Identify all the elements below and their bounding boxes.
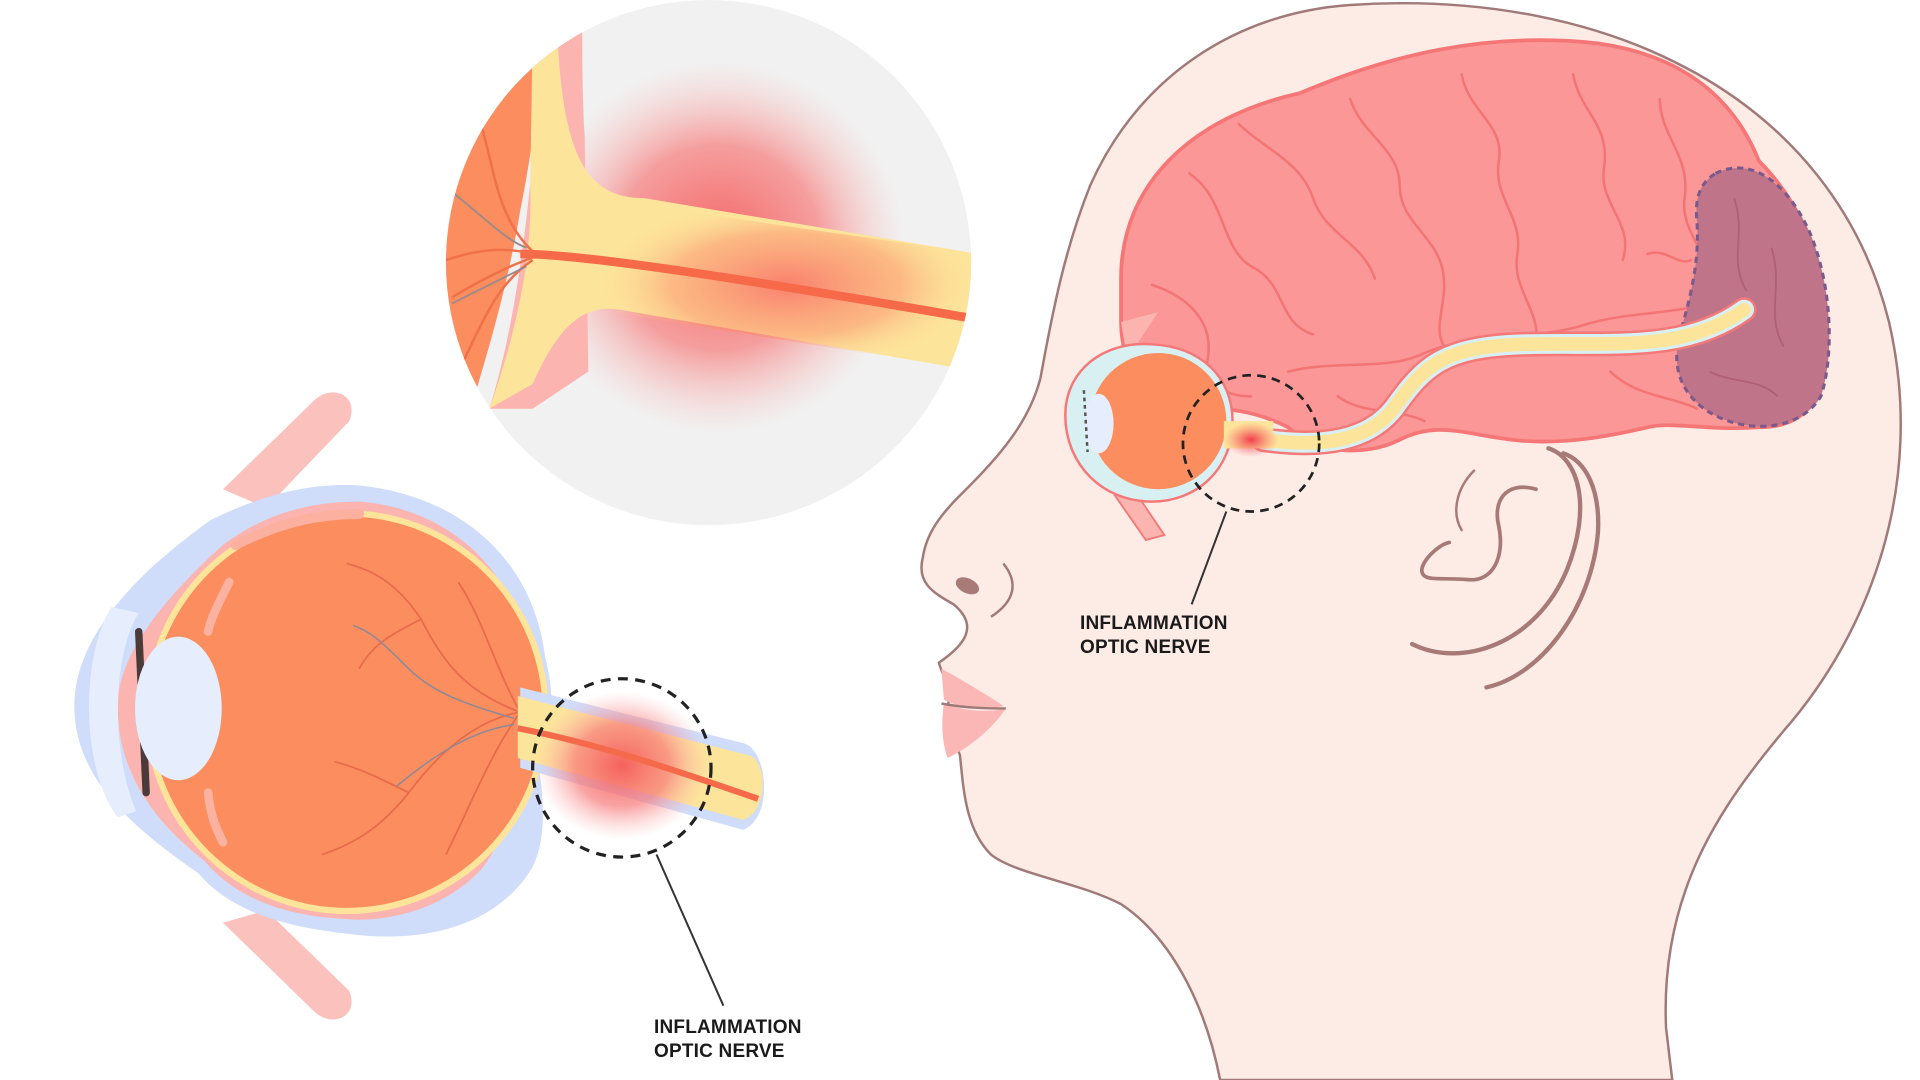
head-eye-lens xyxy=(1083,393,1114,454)
visual-cortex xyxy=(1675,166,1831,428)
head-dashed-circle xyxy=(1181,373,1321,513)
magnified-central-vessel xyxy=(520,249,972,324)
eye-callout-label: INFLAMMATION OPTIC NERVE xyxy=(654,1016,802,1064)
head-inflammation-spot xyxy=(1223,422,1279,458)
eye-central-vessel xyxy=(517,725,760,802)
nose-wing xyxy=(990,562,1014,618)
eye-callout-line1: INFLAMMATION xyxy=(654,1017,802,1038)
head-callout-line2: OPTIC NERVE xyxy=(1080,637,1211,658)
magnified-view xyxy=(445,0,972,526)
ear xyxy=(1409,446,1601,690)
head-callout-label: INFLAMMATION OPTIC NERVE xyxy=(1080,612,1228,660)
head-profile xyxy=(920,1,1902,1080)
eye-callout-line xyxy=(655,854,725,1007)
nostril xyxy=(955,577,980,595)
eye-dashed-circle xyxy=(531,677,713,859)
head-callout-line xyxy=(1190,511,1228,605)
lower-lip xyxy=(942,703,1006,758)
upper-lip xyxy=(941,668,1004,709)
cornea xyxy=(88,606,139,818)
eye-callout-line2: OPTIC NERVE xyxy=(654,1041,785,1062)
inferior-muscle xyxy=(222,910,352,1020)
lip-line xyxy=(941,702,1006,710)
visual-cortex-gyri xyxy=(1709,197,1785,397)
head-callout-line1: INFLAMMATION xyxy=(1080,613,1228,634)
eyeball-cross-section xyxy=(74,392,765,1020)
head-eye xyxy=(1064,312,1321,542)
vitreous-body xyxy=(151,516,543,908)
optic-pathway xyxy=(1256,302,1751,450)
superior-muscle xyxy=(222,392,352,508)
retinal-vessels xyxy=(321,562,522,856)
eye-lens xyxy=(135,636,222,781)
